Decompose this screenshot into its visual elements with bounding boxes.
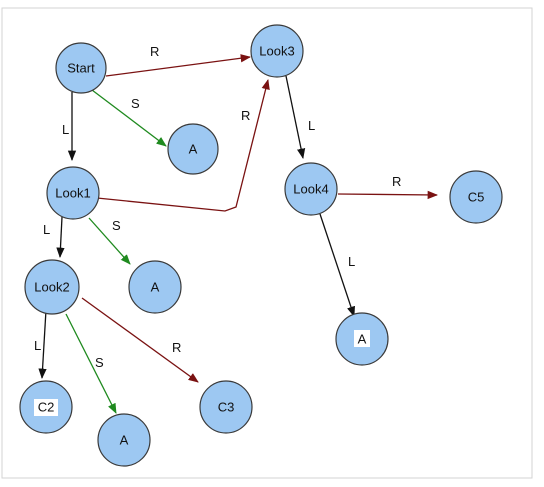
node-look1 xyxy=(46,166,100,220)
edge-look1-look3 xyxy=(96,78,270,212)
edge-look3-look4 xyxy=(285,75,306,160)
node-c5 xyxy=(449,170,503,224)
node-a1 xyxy=(167,123,219,175)
edge-start-a1 xyxy=(91,89,167,147)
node-label-look2: Look2 xyxy=(34,280,69,295)
edge-label-start-look3: R xyxy=(150,44,159,59)
frame-border xyxy=(1,7,533,479)
edge-start-look3 xyxy=(105,54,252,77)
edge-label-look2-a3: S xyxy=(95,355,104,370)
edge-label-look1-look2: L xyxy=(43,222,50,237)
label-box-a4 xyxy=(354,330,370,347)
edge-look2-c3 xyxy=(81,297,199,383)
edge-label-look2-c3: R xyxy=(172,340,181,355)
edge-label-start-look1: L xyxy=(62,122,69,137)
edge-look4-c5 xyxy=(337,190,439,200)
node-a2 xyxy=(128,260,182,314)
node-label-a1: A xyxy=(189,142,198,157)
edge-label-look4-a4: L xyxy=(348,254,355,269)
label-box-c2 xyxy=(34,399,58,416)
edge-label-look1-a2: S xyxy=(112,218,121,233)
edge-look1-look2 xyxy=(56,216,65,259)
edge-label-start-a1: S xyxy=(131,96,140,111)
node-a3 xyxy=(97,413,151,467)
node-label-look1: Look1 xyxy=(55,186,90,201)
node-look2 xyxy=(24,259,80,315)
edge-label-look3-look4: L xyxy=(308,118,315,133)
edge-look4-a4 xyxy=(319,213,355,317)
node-label-c5: C5 xyxy=(468,190,485,205)
edge-label-look4-c5: R xyxy=(392,174,401,189)
node-label-a3: A xyxy=(120,433,129,448)
node-look3 xyxy=(250,24,304,78)
edge-label-look1-look3: R xyxy=(241,108,250,123)
node-label-a4: A xyxy=(358,332,367,347)
node-label-look3: Look3 xyxy=(259,44,294,59)
node-look4 xyxy=(284,162,338,216)
edge-look2-a3 xyxy=(65,313,117,414)
node-label-a2: A xyxy=(151,280,160,295)
node-label-start: Start xyxy=(67,61,95,76)
node-label-c2: C2 xyxy=(38,400,55,415)
node-label-look4: Look4 xyxy=(293,182,328,197)
edge-look1-a2 xyxy=(88,217,131,265)
node-c3 xyxy=(199,380,253,434)
edge-look2-c2 xyxy=(38,309,47,380)
node-label-c3: C3 xyxy=(218,400,235,415)
node-start xyxy=(55,42,107,94)
edge-label-look2-c2: L xyxy=(34,338,41,353)
